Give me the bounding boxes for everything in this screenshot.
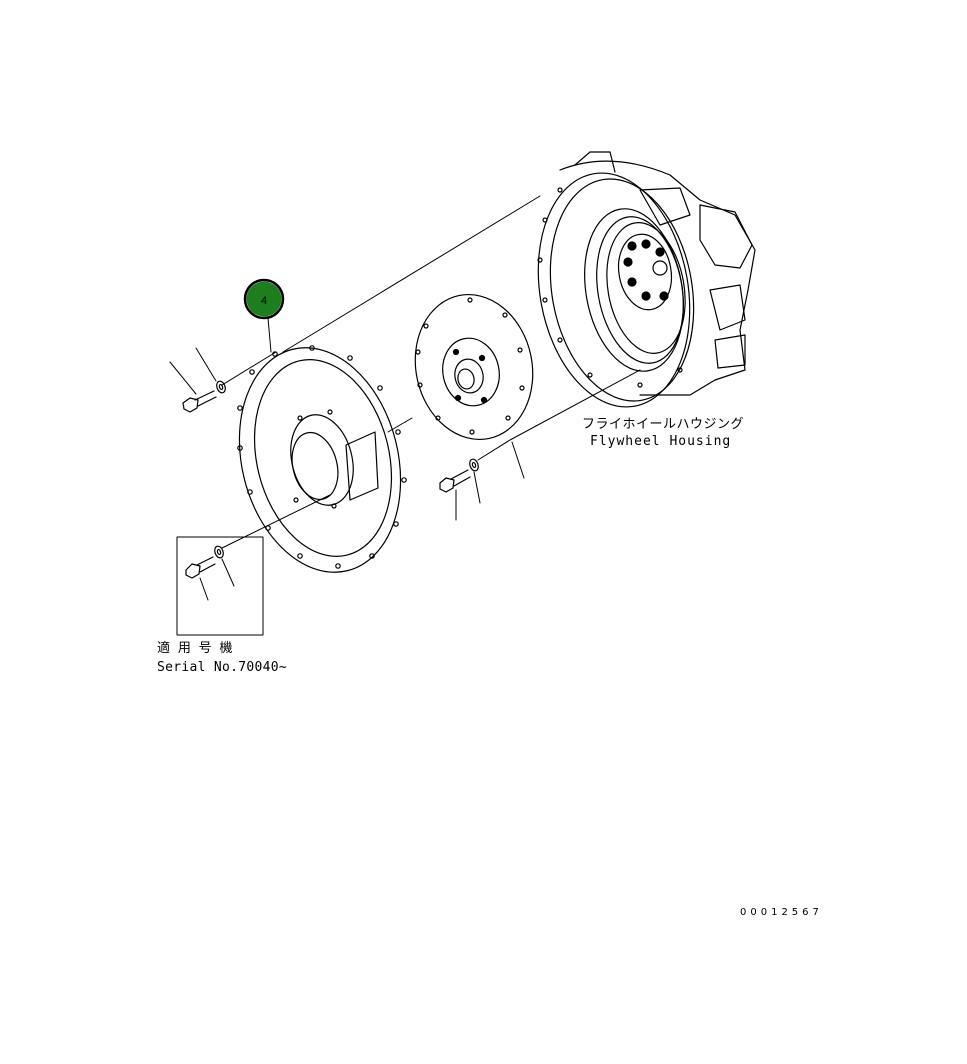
coupling-plate (237, 345, 407, 573)
callout-circle[interactable] (243, 278, 285, 320)
flywheel-housing-label-jp: フライホイールハウジング (582, 417, 744, 432)
flywheel-housing (537, 151, 756, 408)
bolt-left-upper (182, 390, 217, 413)
washer-left-upper (216, 380, 226, 394)
flywheel-housing-label-en: Flywheel Housing (590, 434, 731, 449)
drawing-number: 00012567 (740, 907, 823, 918)
callout-balloon[interactable]: 4 (243, 278, 285, 320)
serial-label-jp: 適 用 号 機 (157, 640, 232, 656)
bolt-middle (439, 469, 471, 493)
serial-inset-box (176, 536, 264, 636)
callout-number: 4 (261, 295, 267, 307)
assembly-lines (221, 195, 641, 549)
washer-middle (469, 458, 479, 472)
serial-label-en: Serial No.70040~ (157, 660, 287, 675)
callout-fill (246, 281, 282, 317)
washer-inset (214, 545, 224, 559)
flywheel-disc (414, 293, 534, 441)
reference-leaders (169, 347, 525, 601)
bolt-inset (185, 556, 216, 579)
